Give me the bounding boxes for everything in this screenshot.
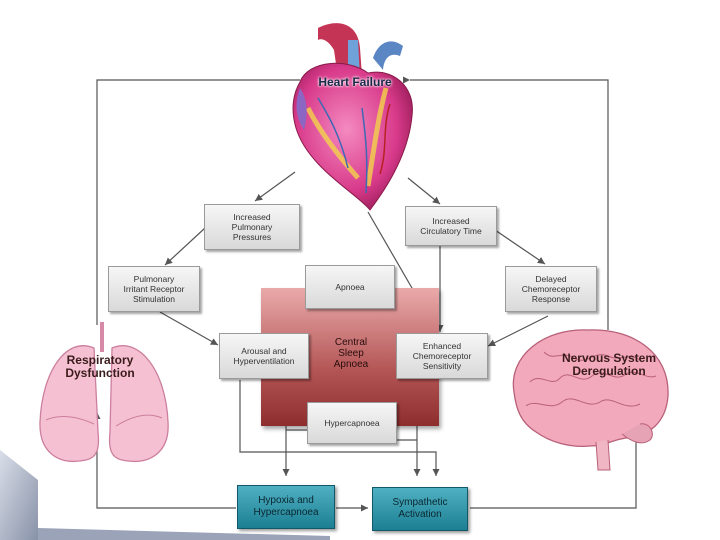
heart-failure-title: Heart Failure bbox=[318, 75, 392, 89]
brain-icon bbox=[512, 329, 669, 471]
apnoea-box: Apnoea bbox=[305, 265, 395, 309]
heart-icon bbox=[292, 23, 413, 211]
increased-circulatory-time-box: Increased Circulatory Time bbox=[405, 206, 497, 246]
hypoxia-hypercapnoea-box: Hypoxia and Hypercapnoea bbox=[237, 485, 335, 529]
lungs-icon bbox=[39, 322, 169, 462]
central-sleep-apnoea-label: Central Sleep Apnoea bbox=[333, 337, 369, 370]
increased-pulmonary-pressures-box: Increased Pulmonary Pressures bbox=[204, 204, 300, 250]
pulmonary-irritant-receptor-box: Pulmonary Irritant Receptor Stimulation bbox=[108, 266, 200, 312]
hypercapnoea-box: Hypercapnoea bbox=[307, 402, 397, 444]
slide-corner-decoration bbox=[0, 450, 330, 540]
arousal-hyperventilation-box: Arousal and Hyperventilation bbox=[219, 333, 309, 379]
sympathetic-activation-box: Sympathetic Activation bbox=[372, 487, 468, 531]
enhanced-chemoreceptor-box: Enhanced Chemoreceptor Sensitivity bbox=[396, 333, 488, 379]
respiratory-dysfunction-label: Respiratory Dysfunction bbox=[65, 353, 135, 380]
nervous-system-deregulation-label: Nervous System Deregulation bbox=[561, 351, 657, 378]
delayed-chemoreceptor-box: Delayed Chemoreceptor Response bbox=[505, 266, 597, 312]
